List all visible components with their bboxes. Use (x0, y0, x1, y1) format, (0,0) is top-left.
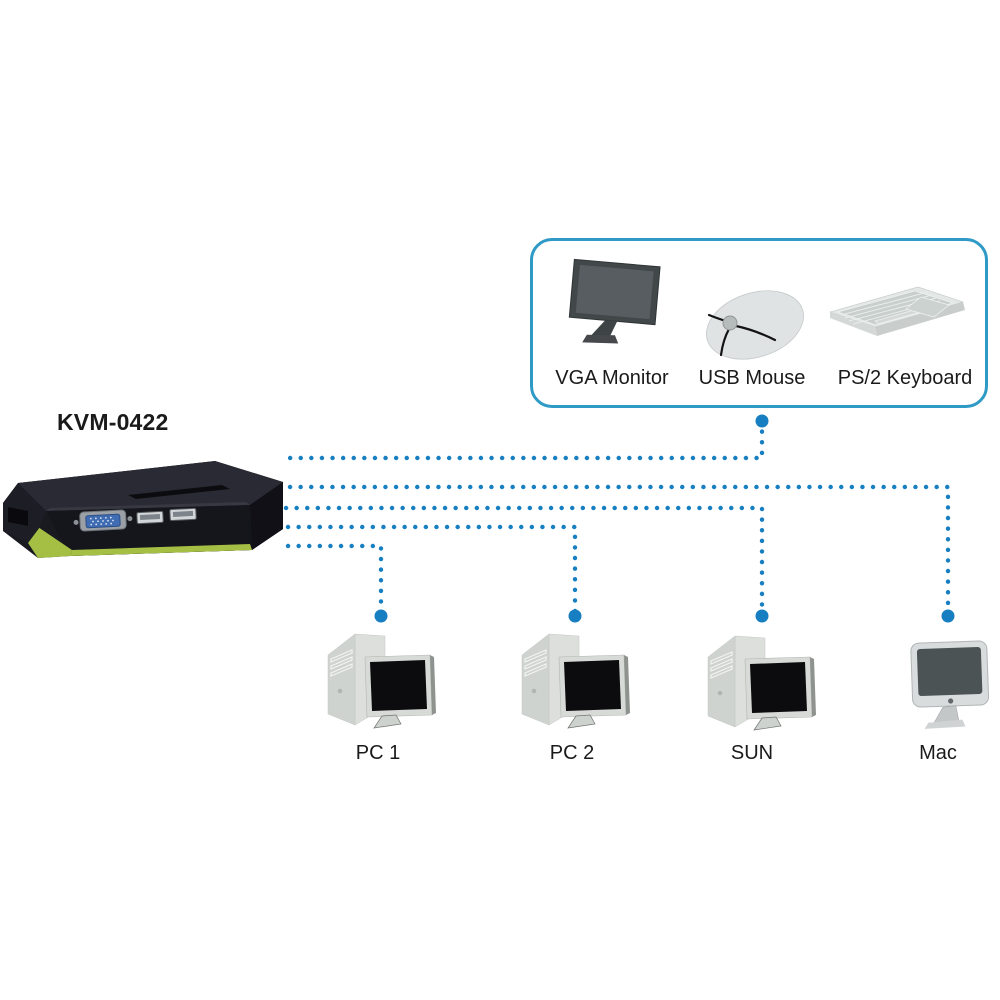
usb-mouse-icon (706, 290, 804, 360)
kvm-switch-image (3, 461, 283, 558)
usb-port-icon (169, 507, 197, 522)
line-kvm-to-console (285, 418, 765, 461)
kvm-model-label: KVM-0422 (57, 409, 169, 435)
computer-label-pc-1: PC 1 (355, 742, 401, 764)
vga-port-icon (73, 509, 133, 532)
vga-monitor-label: VGA Monitor (555, 367, 669, 389)
usb-port-icon (136, 510, 164, 525)
computer-pc-1 (318, 628, 448, 733)
line-kvm-to-pc1 (285, 543, 384, 619)
vga-monitor-icon (568, 258, 661, 344)
computer-mac (895, 632, 995, 737)
computer-label-sun: SUN (730, 742, 774, 764)
desktop-computer-icon (327, 633, 436, 729)
imac-icon (910, 640, 990, 729)
computer-pc-2 (512, 628, 642, 733)
ps2-keyboard-icon (828, 286, 965, 336)
desktop-computer-icon (521, 633, 630, 729)
connection-endpoint-dot (374, 609, 388, 623)
computer-sun (698, 630, 828, 735)
computer-label-mac: Mac (919, 742, 957, 764)
desktop-computer-icon (707, 635, 816, 731)
connection-endpoint-dot (755, 609, 769, 623)
computer-label-pc-2: PC 2 (549, 742, 595, 764)
connection-endpoint-dot (941, 609, 955, 623)
connection-endpoint-dot (568, 609, 582, 623)
line-kvm-to-pc2 (285, 524, 578, 619)
ps2-keyboard-label: PS/2 Keyboard (837, 367, 973, 389)
usb-mouse-label: USB Mouse (698, 367, 806, 389)
console-devices-box: VGA Monitor USB Mouse PS/2 Keyboard (530, 238, 988, 408)
line-kvm-to-mac (287, 484, 951, 619)
connection-endpoint-dot (755, 414, 769, 428)
line-kvm-to-sun (283, 505, 765, 619)
